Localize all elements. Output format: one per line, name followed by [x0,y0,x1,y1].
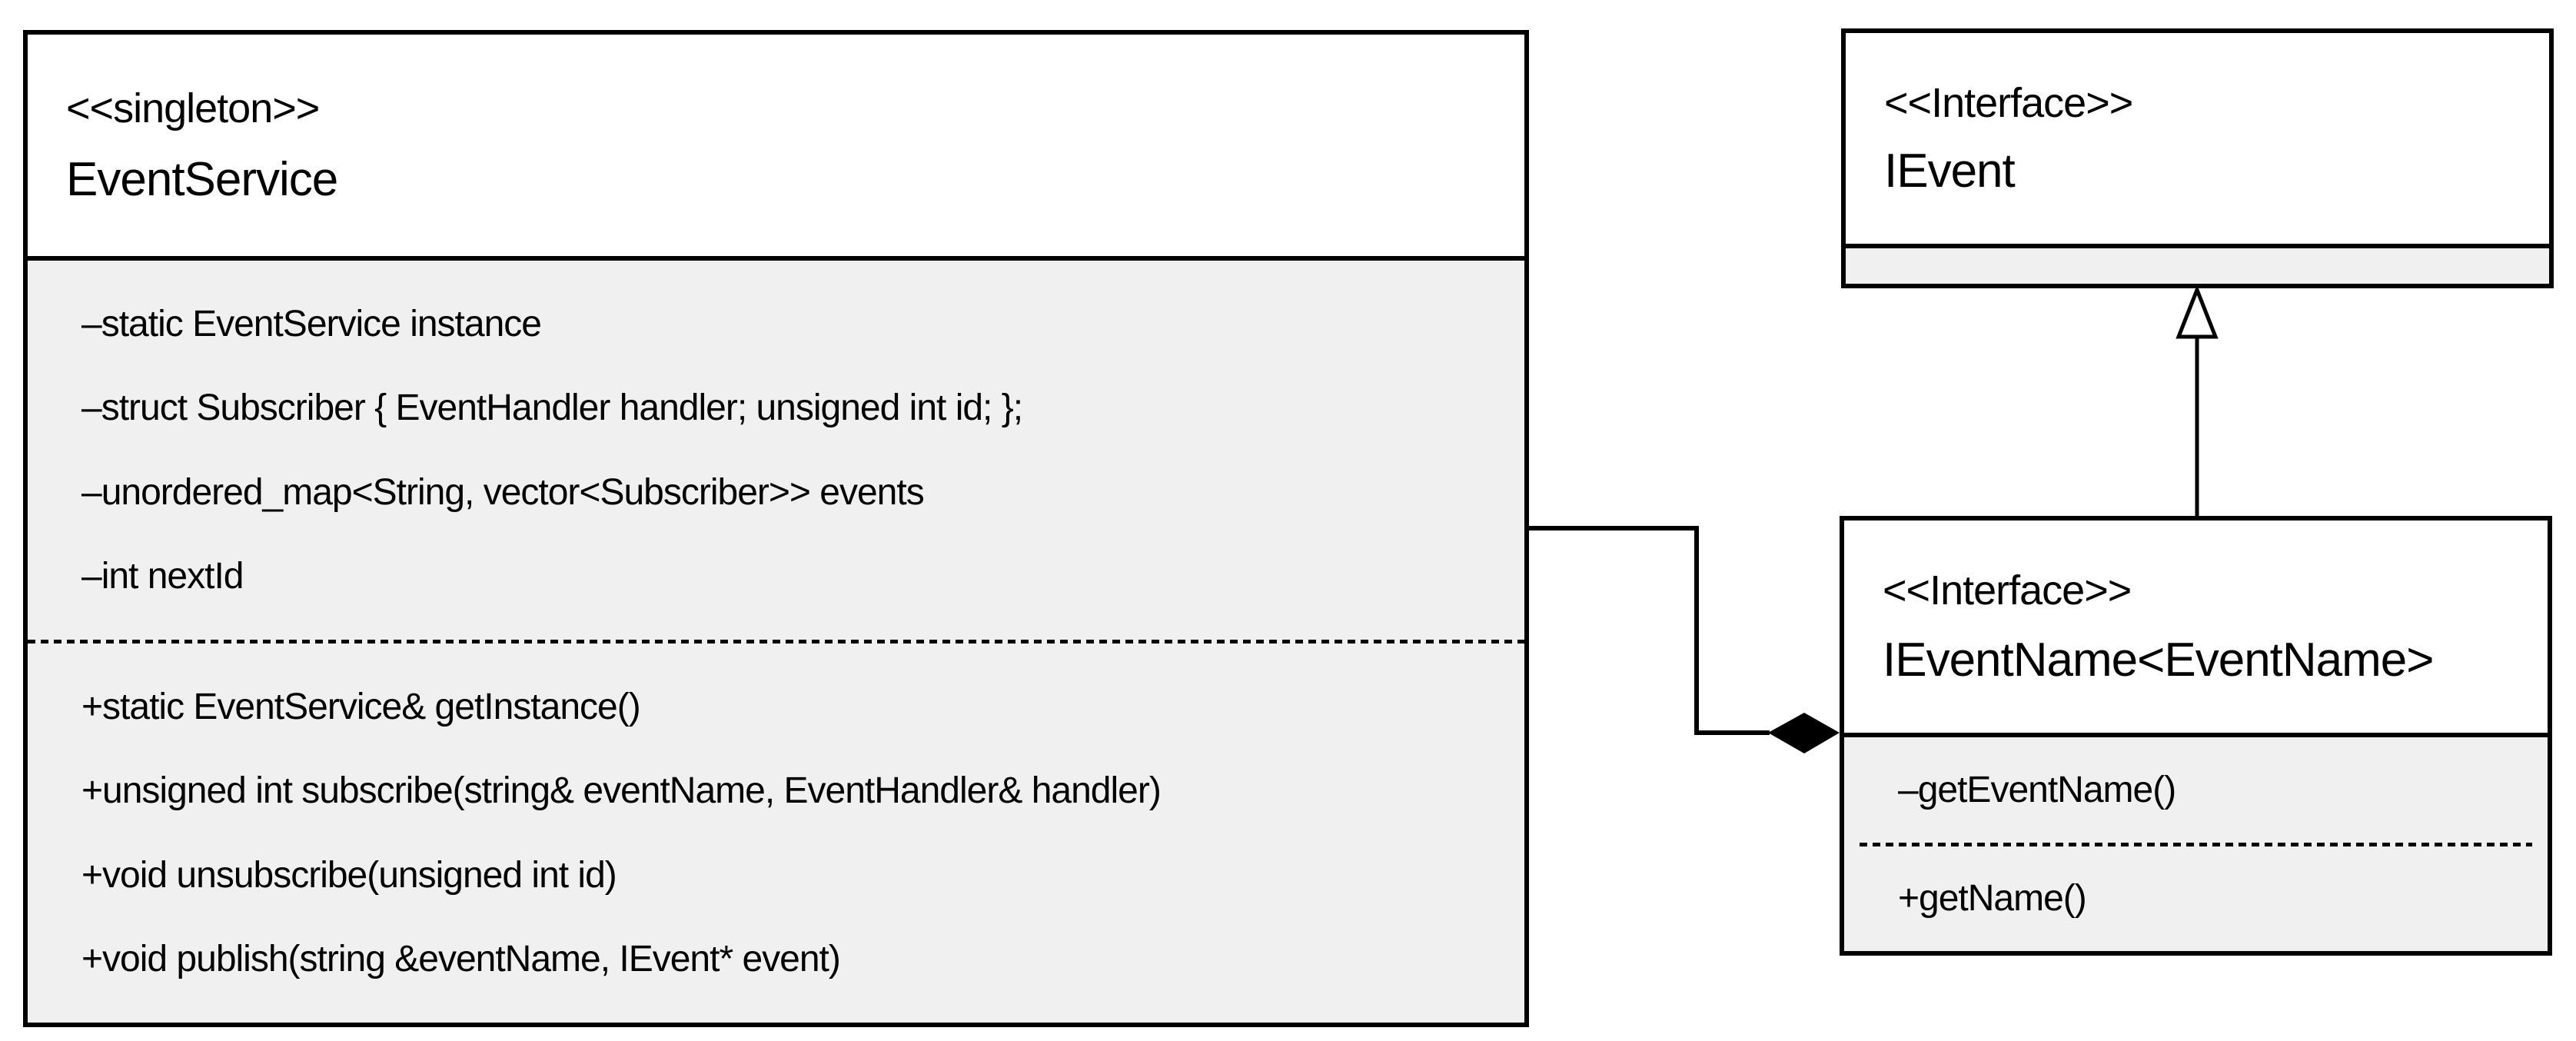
method-line: +getName() [1898,878,2087,920]
ieventname-methods-compartment: –getEventName() +getName() [1844,733,2548,951]
eventservice-class-name: EventService [66,152,338,206]
class-box-ievent: <<Interface>> IEvent [1841,28,2554,288]
method-line: +void unsubscribe(unsigned int id) [81,854,617,896]
eventservice-title-compartment: <<singleton>> EventService [28,35,1524,256]
composition-diamond-icon [1768,713,1840,753]
ievent-empty-compartment [1846,244,2549,284]
ievent-stereotype: <<Interface>> [1884,79,2133,126]
ieventname-class-name: IEventName<EventName> [1883,633,2435,687]
attribute-line: –int nextId [81,556,244,597]
method-line: +unsigned int subscribe(string& eventNam… [81,770,1162,812]
class-box-ieventname: <<Interface>> IEventName<EventName> –get… [1840,516,2552,956]
method-line: +void publish(string &eventName, IEvent*… [81,939,841,980]
composition-connector-line [1529,526,1770,735]
ievent-title-compartment: <<Interface>> IEvent [1846,33,2549,244]
method-line: –getEventName() [1898,769,2176,810]
attributes-methods-divider [28,640,1524,644]
attribute-line: –unordered_map<String, vector<Subscriber… [81,471,925,513]
realization-triangle-icon [2175,284,2219,339]
ieventname-title-compartment: <<Interface>> IEventName<EventName> [1844,520,2548,733]
class-box-eventservice: <<singleton>> EventService –static Event… [23,30,1529,1027]
attribute-line: –struct Subscriber { EventHandler handle… [81,387,1023,429]
attribute-line: –static EventService instance [81,303,542,344]
eventservice-methods: +static EventService& getInstance() +uns… [28,644,1524,1023]
ievent-class-name: IEvent [1884,144,2016,198]
eventservice-stereotype: <<singleton>> [66,85,320,131]
eventservice-attributes: –static EventService instance –struct Su… [28,261,1524,640]
method-line: +static EventService& getInstance() [81,686,641,727]
eventservice-members-compartment: –static EventService instance –struct Su… [28,256,1524,1023]
ieventname-stereotype: <<Interface>> [1883,567,2132,614]
ieventname-methods-divider [1860,842,2532,846]
